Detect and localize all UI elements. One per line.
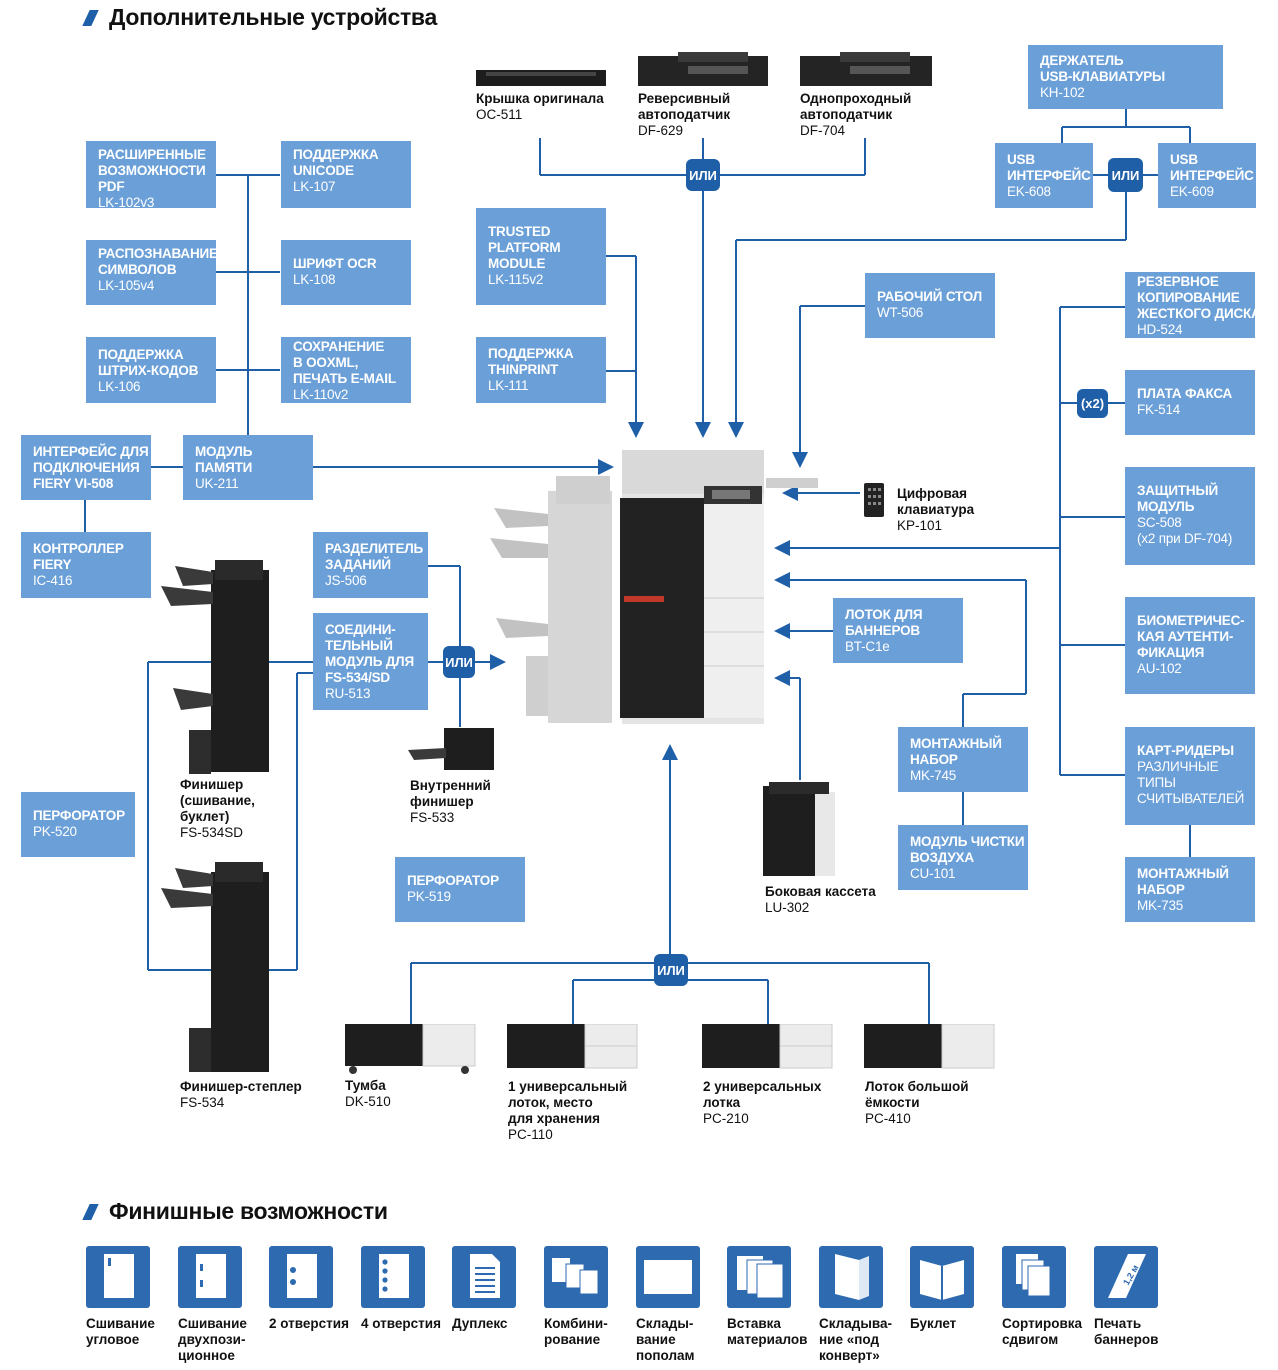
or-badge-originals: ИЛИ — [686, 159, 720, 191]
duplex-icon — [452, 1246, 516, 1308]
finishing-label: Комбини-рование — [544, 1316, 608, 1347]
four-hole-punch-icon — [361, 1246, 425, 1308]
oc511-image — [476, 70, 606, 86]
pc210-image — [702, 1024, 833, 1069]
finishing-item: Буклет — [910, 1246, 1000, 1332]
fs533-image — [408, 728, 494, 770]
fs534sd-image — [161, 560, 269, 774]
mfp-body — [620, 450, 818, 724]
banner-print-icon: 1,2 м — [1094, 1246, 1158, 1308]
or-badge-usb: ИЛИ — [1108, 158, 1143, 192]
finishing-item: 2 отверстия — [269, 1246, 359, 1332]
mfp-illustration — [490, 450, 818, 724]
half-fold-icon — [636, 1246, 700, 1308]
finishing-item: 4 отверстия — [361, 1246, 451, 1332]
staple-two-position-icon — [178, 1246, 242, 1308]
finishing-label: Буклет — [910, 1316, 957, 1331]
fs534-image — [161, 862, 269, 1072]
pc110-image — [507, 1024, 638, 1069]
offset-sort-icon — [1002, 1246, 1066, 1308]
finishing-item: Дуплекс — [452, 1246, 542, 1332]
insert-material-icon — [727, 1246, 791, 1308]
combination-icon — [544, 1246, 608, 1308]
dk510-image — [345, 1024, 476, 1074]
heading-finishing: Финишные возможности — [82, 1198, 388, 1225]
or-badge-finishers: ИЛИ — [443, 646, 475, 678]
letter-fold-icon — [819, 1246, 883, 1308]
heading-devices: Дополнительные устройства — [82, 4, 437, 31]
df629-image — [638, 52, 768, 86]
or-badge-paper: ИЛИ — [654, 954, 688, 986]
finisher-silhouette — [490, 476, 612, 723]
staple-corner-icon — [86, 1246, 150, 1308]
x2-badge-fax: (x2) — [1077, 389, 1108, 418]
caption-fs534sd: Финишер(сшивание,буклет)FS-534SD — [180, 777, 255, 840]
lu302-image — [763, 782, 835, 876]
booklet-icon — [910, 1246, 974, 1308]
two-hole-punch-icon — [269, 1246, 333, 1308]
keypad-image — [864, 483, 884, 517]
finishing-label: 2 отверстия — [269, 1316, 349, 1331]
finishing-label: 4 отверстия — [361, 1316, 441, 1331]
pc410-image — [864, 1024, 995, 1069]
finishing-item: Комбини-рование — [544, 1246, 634, 1348]
df704-image — [800, 52, 932, 86]
finishing-label: Дуплекс — [452, 1316, 508, 1331]
